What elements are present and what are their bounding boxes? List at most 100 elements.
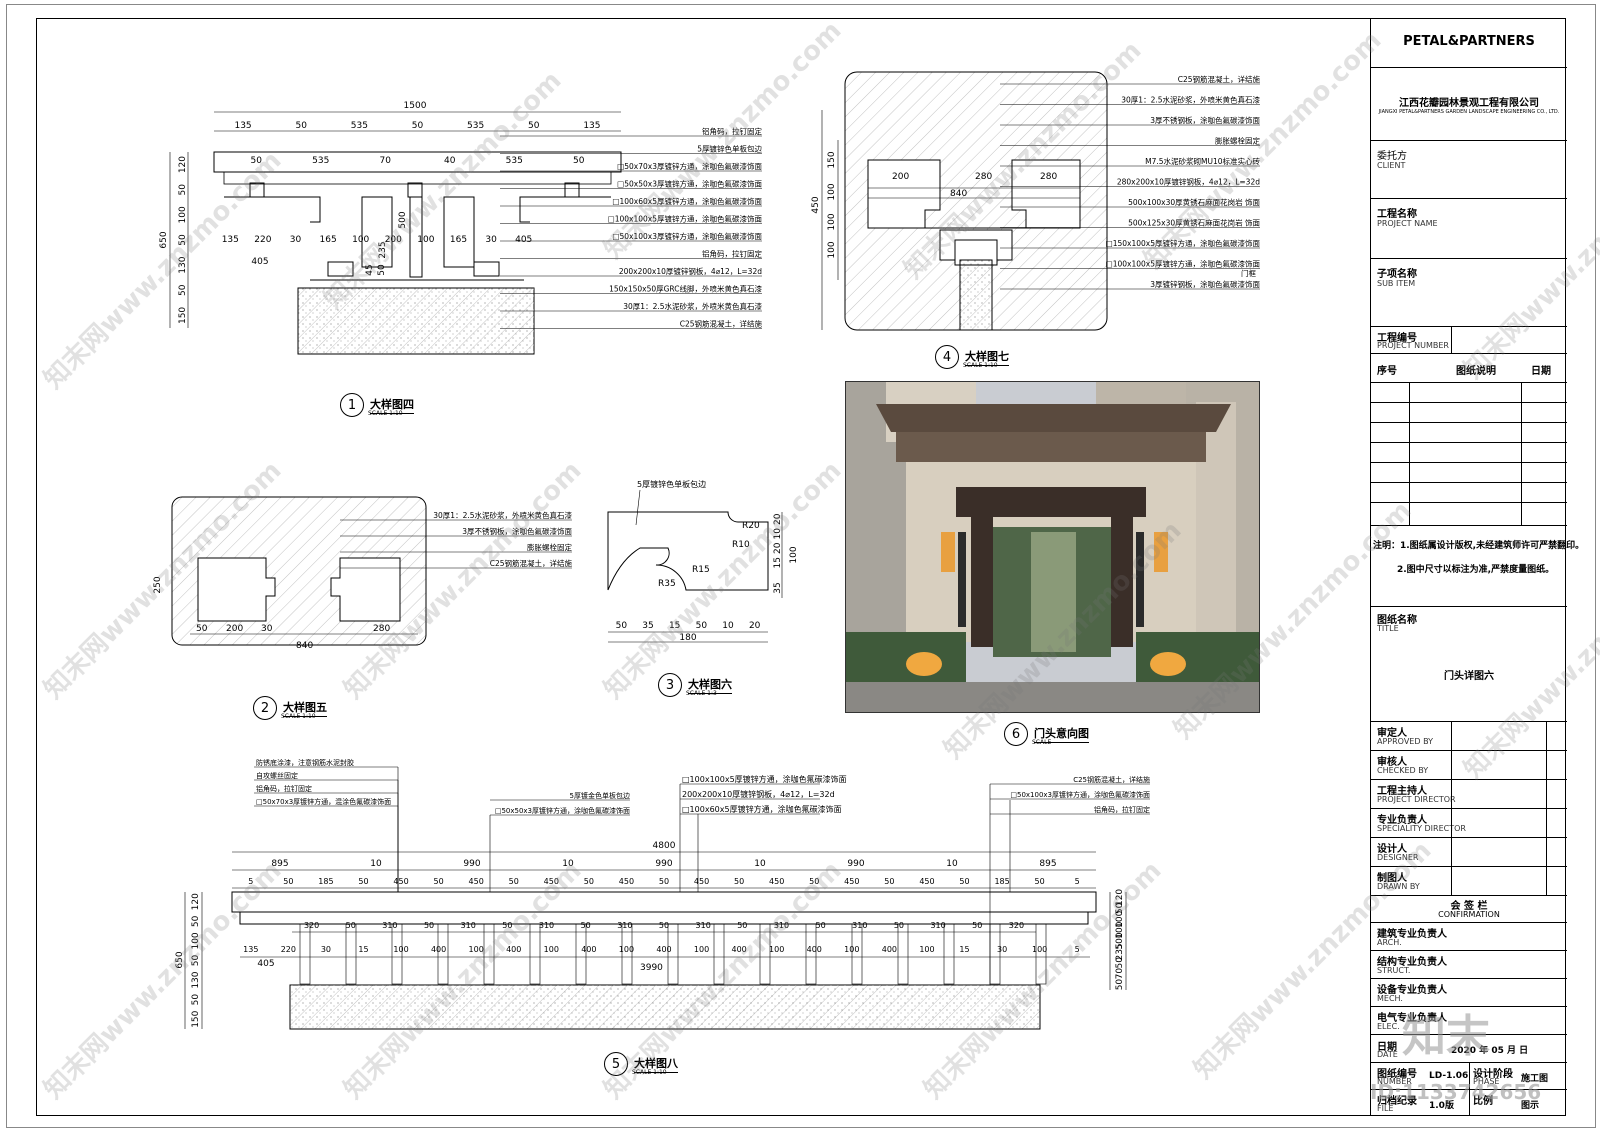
annotation-note: 3厚不锈钢板，涂咖色氟碳漆饰面	[462, 526, 572, 536]
dimension-label: 310	[539, 921, 554, 930]
dimension-label: 30	[321, 945, 331, 954]
dimension-label: 150	[191, 1010, 201, 1027]
divider	[1521, 382, 1522, 526]
annotation-note: □50x50x3厚镀锌方通，涂咖色氟碳漆饰面	[617, 179, 762, 189]
phase-value: 施工图	[1521, 1074, 1549, 1084]
caption-detail-1: 1 大样图四 SCALE 1:10	[340, 393, 414, 417]
divider	[1546, 809, 1547, 838]
rev-header	[1371, 354, 1567, 383]
person-role: 审定人	[1377, 728, 1407, 739]
dimension-label: 135	[234, 121, 251, 131]
annotation-note: 30厚1：2.5水泥砂浆，外喷米黄色真石漆	[623, 301, 762, 311]
caption-detail-5: 5 大样图八 SCALE 1:10	[604, 1052, 678, 1076]
dimension-label: 405	[251, 257, 268, 267]
dimension-label: 450	[844, 877, 859, 886]
picket-post	[345, 923, 357, 985]
drawno-value: LD-1.06	[1429, 1071, 1469, 1081]
annotation-note: 铝角码，拉钉固定	[256, 784, 312, 793]
annotation-note: 280x200x10厚镀锌钢板，4⌀12，L=32d	[1117, 177, 1260, 187]
caption-scale: SCALE 1:10	[281, 713, 316, 720]
date-label: 日期	[1377, 1042, 1397, 1053]
annotation-note: 200x200x10厚镀锌钢板，4⌀12，L=32d	[682, 789, 835, 799]
d2-dim: 30	[261, 624, 273, 634]
dimension-label: 990	[847, 859, 864, 869]
divider	[1371, 482, 1567, 483]
dimension-label: 10	[562, 859, 574, 869]
file-label: 归档纪录	[1377, 1096, 1417, 1107]
d3-radius-r10: R10	[732, 540, 750, 550]
dimension-label: 450	[769, 877, 784, 886]
dimension-label: 50	[283, 877, 293, 886]
dimension-label: 50	[178, 184, 188, 196]
tb-subitem-row: 子项名称 SUB ITEM	[1371, 259, 1567, 327]
annotation-note: □100x100x5厚镀锌方通，涂咖色氟碳漆饰面	[608, 214, 763, 224]
dimension-label: 50	[616, 621, 628, 631]
d4-dim: 200	[892, 172, 909, 182]
annotation-note: 铝角码，拉钉固定	[702, 249, 762, 259]
d4-dim: 100	[827, 213, 837, 230]
dimension-label: 100	[178, 206, 188, 223]
sheet-border-outer	[6, 4, 1596, 1128]
dimension-label: 320	[304, 921, 319, 930]
gate-photo-illustration	[846, 382, 1259, 712]
file-label-en: FILE	[1377, 1104, 1394, 1113]
tb-notes-row: 注明：1.图纸属设计版权,未经建筑师许可严禁翻印。 2.图中尺寸以标注为准,严禁…	[1371, 526, 1584, 607]
d2-dim-total: 840	[296, 641, 313, 651]
d3-note: 5厚镀锌色单板包边	[637, 479, 706, 489]
dimension-label: 50	[178, 234, 188, 246]
person-role-en: APPROVED BY	[1377, 737, 1434, 746]
caption-detail-3: 3 大样图六 SCALE 1:3	[658, 673, 732, 697]
caption-title: 大样图五	[283, 699, 327, 717]
dimension-label: 450	[694, 877, 709, 886]
confirm-role-en: ARCH.	[1377, 938, 1402, 947]
dimension-label: 100	[393, 945, 408, 954]
tb-confirm-row: 会 签 栏 CONFIRMATION	[1371, 895, 1567, 923]
dimension-label: 535	[351, 121, 368, 131]
caption-number: 6	[1004, 722, 1028, 746]
phase-label-en: PHASE	[1473, 1077, 1500, 1086]
dimension-label: 100	[417, 235, 434, 245]
annotation-note: □50x70x3厚镀锌方通，涂咖色氟碳漆饰面	[617, 161, 762, 171]
dimension-label: 400	[581, 945, 596, 954]
company-cn: 江西花瓣园林景观工程有限公司	[1399, 98, 1539, 109]
person-role-en: DRAWN BY	[1377, 882, 1420, 891]
d1-dim-total: 1500	[404, 101, 427, 111]
annotation-note: □100x100x5厚镀锌方通，涂咖色氟碳漆饰面	[1106, 259, 1261, 269]
confirm-role: 建筑专业负责人	[1377, 929, 1447, 940]
dimension-label: 45	[365, 264, 375, 275]
person-role-en: DESIGNER	[1377, 853, 1419, 862]
caption-detail-2: 2 大样图五 SCALE 1:10	[253, 696, 327, 720]
d3-radius-r15: R15	[692, 565, 710, 575]
dimension-label: 50	[809, 877, 819, 886]
d5-dim-height: 650	[175, 951, 185, 968]
picket-post	[575, 923, 587, 985]
d4-dim: 100	[827, 183, 837, 200]
dimension-label: 50	[412, 121, 424, 131]
dimension-label: 135	[583, 121, 600, 131]
caption-number: 5	[604, 1052, 628, 1076]
dimension-label: 165	[450, 235, 467, 245]
picket-post	[299, 923, 311, 985]
annotation-note: 5厚镀金色单板包边	[570, 791, 630, 800]
caption-number: 3	[658, 673, 682, 697]
dimension-label: 50	[358, 877, 368, 886]
title-label-en: TITLE	[1377, 624, 1399, 633]
dimension-label: 50	[509, 877, 519, 886]
confirm-label: 会 签 栏	[1450, 901, 1488, 912]
picket-post	[805, 923, 817, 985]
picket-post	[483, 923, 495, 985]
annotation-note: 3厚镀锌钢板，涂咖色氟碳漆饰面	[1150, 279, 1260, 289]
dimension-label: 100	[789, 546, 799, 563]
dimension-label: 50	[377, 264, 387, 276]
tb-number-row: 图纸编号 NUMBER LD-1.06 设计阶段 PHASE 施工图	[1371, 1063, 1567, 1116]
confirm-role-en: ELEC.	[1377, 1022, 1400, 1031]
dimension-label: 450	[919, 877, 934, 886]
divider	[1451, 809, 1452, 838]
dimension-label: 50	[295, 121, 307, 131]
annotation-note: C25钢筋混凝土，详结施	[490, 558, 573, 568]
